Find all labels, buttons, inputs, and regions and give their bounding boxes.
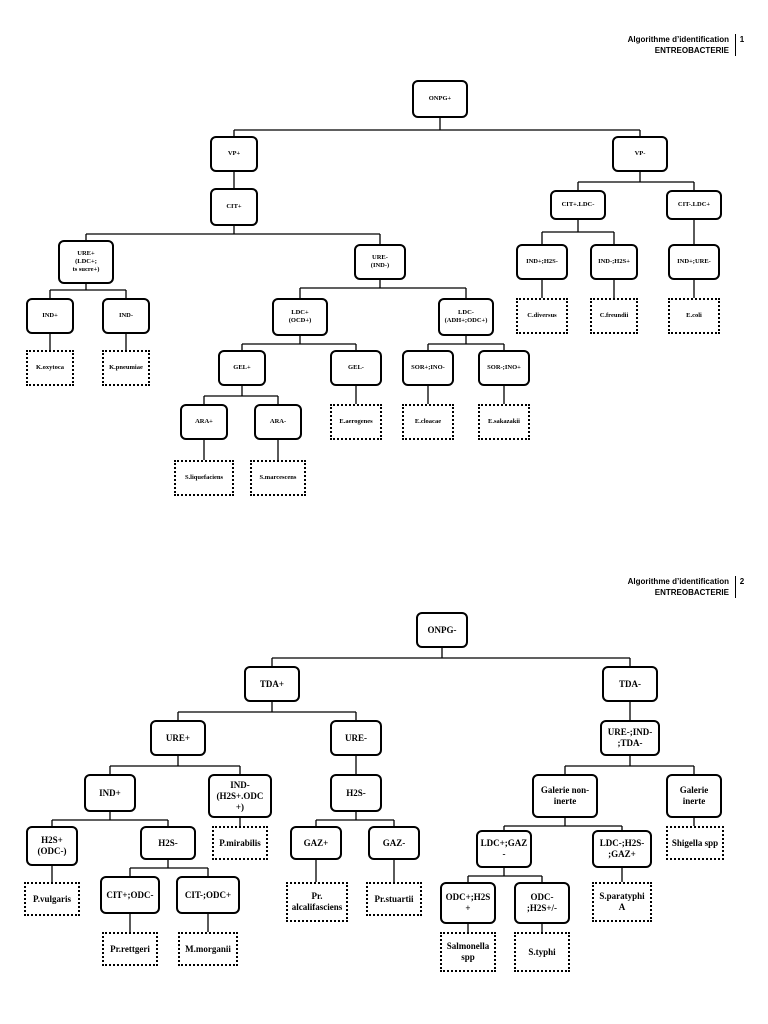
node-h2s-negative: H2S-: [140, 826, 196, 860]
node-ure-ind-tda-negative: URE-;IND- ;TDA-: [600, 720, 660, 756]
node-gaz-positive: GAZ+: [290, 826, 342, 860]
node-gaz-negative: GAZ-: [368, 826, 420, 860]
node-cit-positive: CIT+: [210, 188, 258, 226]
node-ure-positive: URE+: [150, 720, 206, 756]
node-ind-pos-ure-neg: IND+;URE-: [668, 244, 720, 280]
header-subtitle: ENTREOBACTERIE: [654, 588, 729, 597]
leaf-shigella-spp: Shigella spp: [666, 826, 724, 860]
page-header-1: Algorithme d’identification ENTREOBACTER…: [628, 34, 748, 56]
header-subtitle: ENTREOBACTERIE: [654, 46, 729, 55]
node-h2s-negative-ure: H2S-: [330, 774, 382, 812]
page-header-2: Algorithme d’identification ENTREOBACTER…: [628, 576, 748, 598]
node-onpg-positive: ONPG+: [412, 80, 468, 118]
leaf-e-aerogenes: E.aerogenes: [330, 404, 382, 440]
node-vp-positive: VP+: [210, 136, 258, 172]
leaf-e-cloacae: E.cloacae: [402, 404, 454, 440]
header-title: Algorithme d’identification: [627, 35, 729, 44]
node-ind-negative: IND-: [102, 298, 150, 334]
node-tda-positive: TDA+: [244, 666, 300, 702]
leaf-c-diversus: C.diversus: [516, 298, 568, 334]
node-ara-negative: ARA-: [254, 404, 302, 440]
node-ure-negative: URE- (IND-): [354, 244, 406, 280]
node-ind-neg-h2s-pos: IND-;H2S+: [590, 244, 638, 280]
node-ldc-negative: LDC- (ADH+;ODC+): [438, 298, 494, 336]
node-sor-pos-ino-neg: SOR+;INO-: [402, 350, 454, 386]
leaf-pr-alcalifasciens: Pr. alcalifasciens: [286, 882, 348, 922]
node-ure-negative: URE-: [330, 720, 382, 756]
node-odc-neg-h2s: ODC- ;H2S+/-: [514, 882, 570, 924]
node-vp-negative: VP-: [612, 136, 668, 172]
node-cit-neg-odc-pos: CIT-;ODC+: [176, 876, 240, 914]
node-ind-pos-h2s-neg: IND+;H2S-: [516, 244, 568, 280]
node-ldc-positive: LDC+ (OCD+): [272, 298, 328, 336]
node-ind-neg-h2s-odc: IND- (H2S+.ODC +): [208, 774, 272, 818]
node-ure-positive: URE+ (LDC+; ts sucre+): [58, 240, 114, 284]
node-ind-positive: IND+: [84, 774, 136, 812]
leaf-s-liquefaciens: S.liquefaciens: [174, 460, 234, 496]
node-sor-neg-ino-pos: SOR-;INO+: [478, 350, 530, 386]
node-tda-negative: TDA-: [602, 666, 658, 702]
page-number: 1: [739, 35, 745, 44]
node-ind-positive: IND+: [26, 298, 74, 334]
node-ldc-pos-gaz-neg: LDC+;GAZ -: [476, 830, 532, 868]
node-h2s-pos-odc-neg: H2S+ (ODC-): [26, 826, 78, 866]
leaf-m-morganii: M.morganii: [178, 932, 238, 966]
leaf-k-oxytoca: K.oxytoca: [26, 350, 74, 386]
leaf-e-sakazakii: E.sakazakii: [478, 404, 530, 440]
node-cit-pos-ldc-neg: CIT+.LDC-: [550, 190, 606, 220]
leaf-c-freundii: C.freundii: [590, 298, 638, 334]
page-number: 2: [739, 577, 745, 586]
leaf-p-vulgaris: P.vulgaris: [24, 882, 80, 916]
node-cit-pos-odc-neg: CIT+;ODC-: [100, 876, 160, 914]
node-odc-pos-h2s-pos: ODC+;H2S +: [440, 882, 496, 924]
leaf-s-typhi: S.typhi: [514, 932, 570, 972]
node-ldc-h2s-gaz: LDC-;H2S- ;GAZ+: [592, 830, 652, 868]
node-galerie-non-inerte: Galerie non- inerte: [532, 774, 598, 818]
leaf-pr-rettgeri: Pr.rettgeri: [102, 932, 158, 966]
leaf-s-marcescens: S.marcescens: [250, 460, 306, 496]
node-galerie-inerte: Galerie inerte: [666, 774, 722, 818]
leaf-k-pneumiae: K.pneumiae: [102, 350, 150, 386]
leaf-salmonella-spp: Salmonella spp: [440, 932, 496, 972]
leaf-e-coli: E.coli: [668, 298, 720, 334]
node-cit-neg-ldc-pos: CIT-.LDC+: [666, 190, 722, 220]
leaf-s-paratyphi-a: S.paratyphi A: [592, 882, 652, 922]
node-gel-positive: GEL+: [218, 350, 266, 386]
leaf-p-mirabilis: P.mirabilis: [212, 826, 268, 860]
node-onpg-negative: ONPG-: [416, 612, 468, 648]
node-gel-negative: GEL-: [330, 350, 382, 386]
leaf-pr-stuartii: Pr.stuartii: [366, 882, 422, 916]
node-ara-positive: ARA+: [180, 404, 228, 440]
header-title: Algorithme d’identification: [627, 577, 729, 586]
